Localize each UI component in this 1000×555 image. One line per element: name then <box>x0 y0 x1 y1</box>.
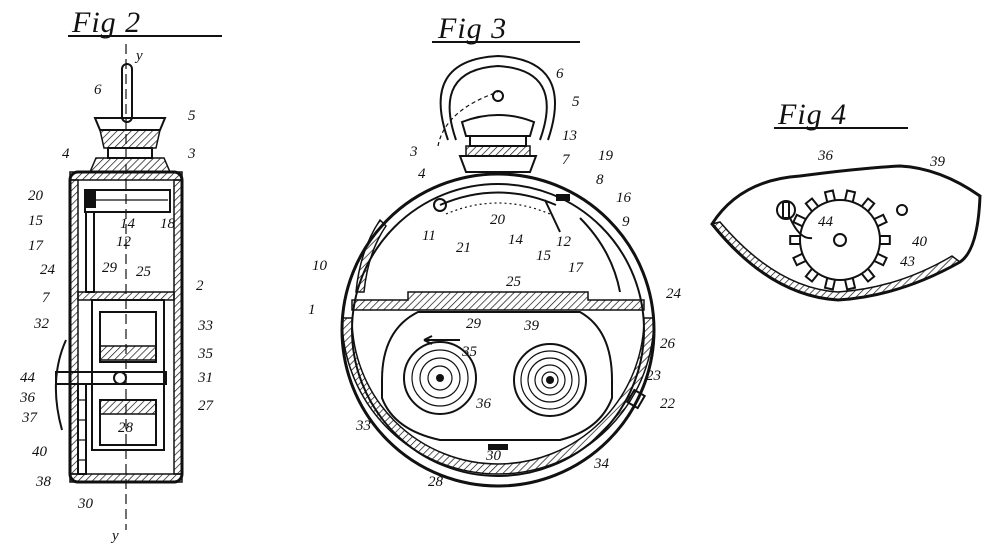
fig3-label: 24 <box>666 286 682 302</box>
fig3-label: 35 <box>461 344 478 360</box>
fig3-label: 11 <box>422 228 436 244</box>
fig3-label: 17 <box>568 260 585 276</box>
fig3-label: 4 <box>418 166 426 182</box>
fig2-label: 20 <box>28 188 44 204</box>
gear-tooth <box>804 267 820 283</box>
gear-tooth <box>873 213 888 228</box>
fig2-label: 14 <box>120 216 136 232</box>
fig3-label: 7 <box>562 152 571 168</box>
fig3-label: 36 <box>475 396 492 412</box>
gear-tooth <box>792 252 807 267</box>
fig2-label: y <box>110 528 119 544</box>
fig2-label: 17 <box>28 238 45 254</box>
fig3-label: 9 <box>622 214 630 230</box>
fig3-label: 22 <box>660 396 676 412</box>
fig3-label: 25 <box>506 274 522 290</box>
fig4-label: 44 <box>818 214 834 230</box>
gear-tooth <box>823 277 836 291</box>
gear-tooth <box>844 189 857 203</box>
fig2-label: 18 <box>160 216 176 232</box>
gear-tooth <box>789 235 801 245</box>
fig4-label: 40 <box>912 234 928 250</box>
fig3-label: 33 <box>355 418 371 434</box>
fig3-label: 12 <box>556 234 572 250</box>
figure-2: Fig 2 <box>19 6 222 544</box>
fig3-label: 13 <box>562 128 577 144</box>
fig3-label: 23 <box>646 368 661 384</box>
fig2-label: 40 <box>32 444 48 460</box>
fig2-label: 28 <box>118 420 134 436</box>
fig2-label: 7 <box>42 290 51 306</box>
fig2-label: 27 <box>198 398 215 414</box>
fig3-label: 28 <box>428 474 444 490</box>
fig2-label: 6 <box>94 82 102 98</box>
fig3-label: 21 <box>456 240 471 256</box>
fig2-label: 31 <box>197 370 213 386</box>
gear-tooth <box>860 267 876 283</box>
fig2-label: 24 <box>40 262 56 278</box>
fig3-label: 15 <box>536 248 552 264</box>
figure-4-title: Fig 4 <box>777 98 847 131</box>
gear-tooth <box>873 252 888 267</box>
fig2-label: 4 <box>62 146 70 162</box>
fig3-label: 14 <box>508 232 524 248</box>
fig3-label: 20 <box>490 212 506 228</box>
gear-tooth <box>804 197 820 213</box>
fig2-label: 37 <box>21 410 39 426</box>
fig3-label: 10 <box>312 258 328 274</box>
fig3-label: 34 <box>593 456 610 472</box>
fig2-label: 15 <box>28 213 44 229</box>
fig2-label: 36 <box>19 390 36 406</box>
gear-tooth <box>860 197 876 213</box>
gear-tooth <box>823 189 836 203</box>
fig3-label: 3 <box>409 144 418 160</box>
fig4-label: 36 <box>817 148 834 164</box>
fig3-label: 16 <box>616 190 632 206</box>
gear-tooth <box>792 213 807 228</box>
fig3-label: 26 <box>660 336 676 352</box>
fig2-label: 44 <box>20 370 36 386</box>
fig3-label: 6 <box>556 66 564 82</box>
figure-2-title: Fig 2 <box>71 6 141 39</box>
fig2-label: y <box>134 48 143 64</box>
fig2-label: 30 <box>77 496 94 512</box>
fig4-label: 43 <box>900 254 915 270</box>
fig3-label: 1 <box>308 302 316 318</box>
fig3-label: 5 <box>572 94 580 110</box>
fig2-label: 25 <box>136 264 152 280</box>
fig2-label: 5 <box>188 108 196 124</box>
gear-tooth <box>844 277 857 291</box>
fig2-label: 32 <box>33 316 50 332</box>
fig2-label: 38 <box>35 474 52 490</box>
fig2-label: 29 <box>102 260 118 276</box>
figure-4: Fig 4 36 39 44 40 43 <box>710 98 982 302</box>
figure-3: Fig 3 <box>308 12 682 490</box>
fig3-label: 8 <box>596 172 604 188</box>
fig2-label: 35 <box>197 346 214 362</box>
fig4-label: 39 <box>929 154 946 170</box>
gear-tooth <box>879 235 891 245</box>
fig3-label: 39 <box>523 318 540 334</box>
fig3-label: 19 <box>598 148 614 164</box>
fig3-label: 29 <box>466 316 482 332</box>
gear-40 <box>789 189 891 291</box>
fig3-label: 30 <box>485 448 502 464</box>
fig2-label: 12 <box>116 234 132 250</box>
fig2-label: 33 <box>197 318 213 334</box>
fig2-label: 3 <box>187 146 196 162</box>
fig2-label: 2 <box>196 278 204 294</box>
figure-3-title: Fig 3 <box>437 12 507 45</box>
